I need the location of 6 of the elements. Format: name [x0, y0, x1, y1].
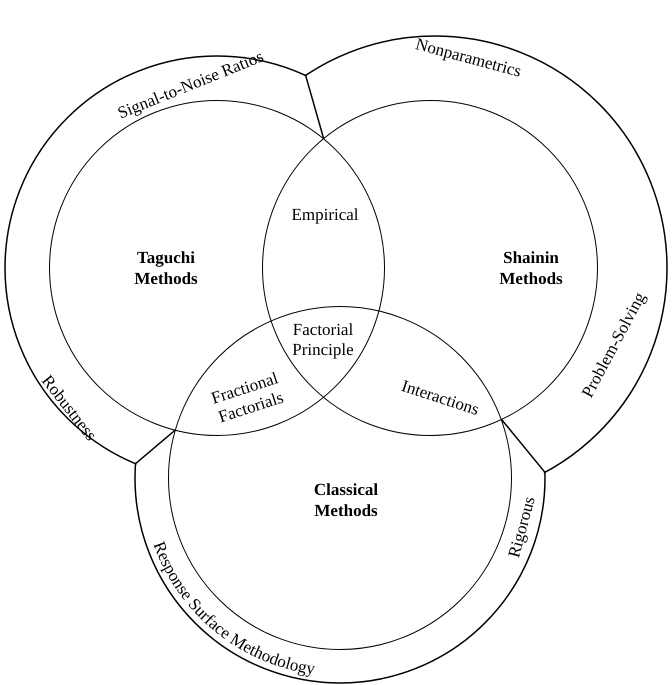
set-label: Shainin Methods [498, 247, 564, 290]
set-label: Taguchi Methods [133, 247, 199, 290]
ring-label: Rigorous [504, 494, 540, 560]
overlap-label: Factorial Principle [291, 320, 355, 360]
set-label: Classical Methods [312, 479, 380, 522]
overlap-label: Empirical [292, 205, 359, 226]
